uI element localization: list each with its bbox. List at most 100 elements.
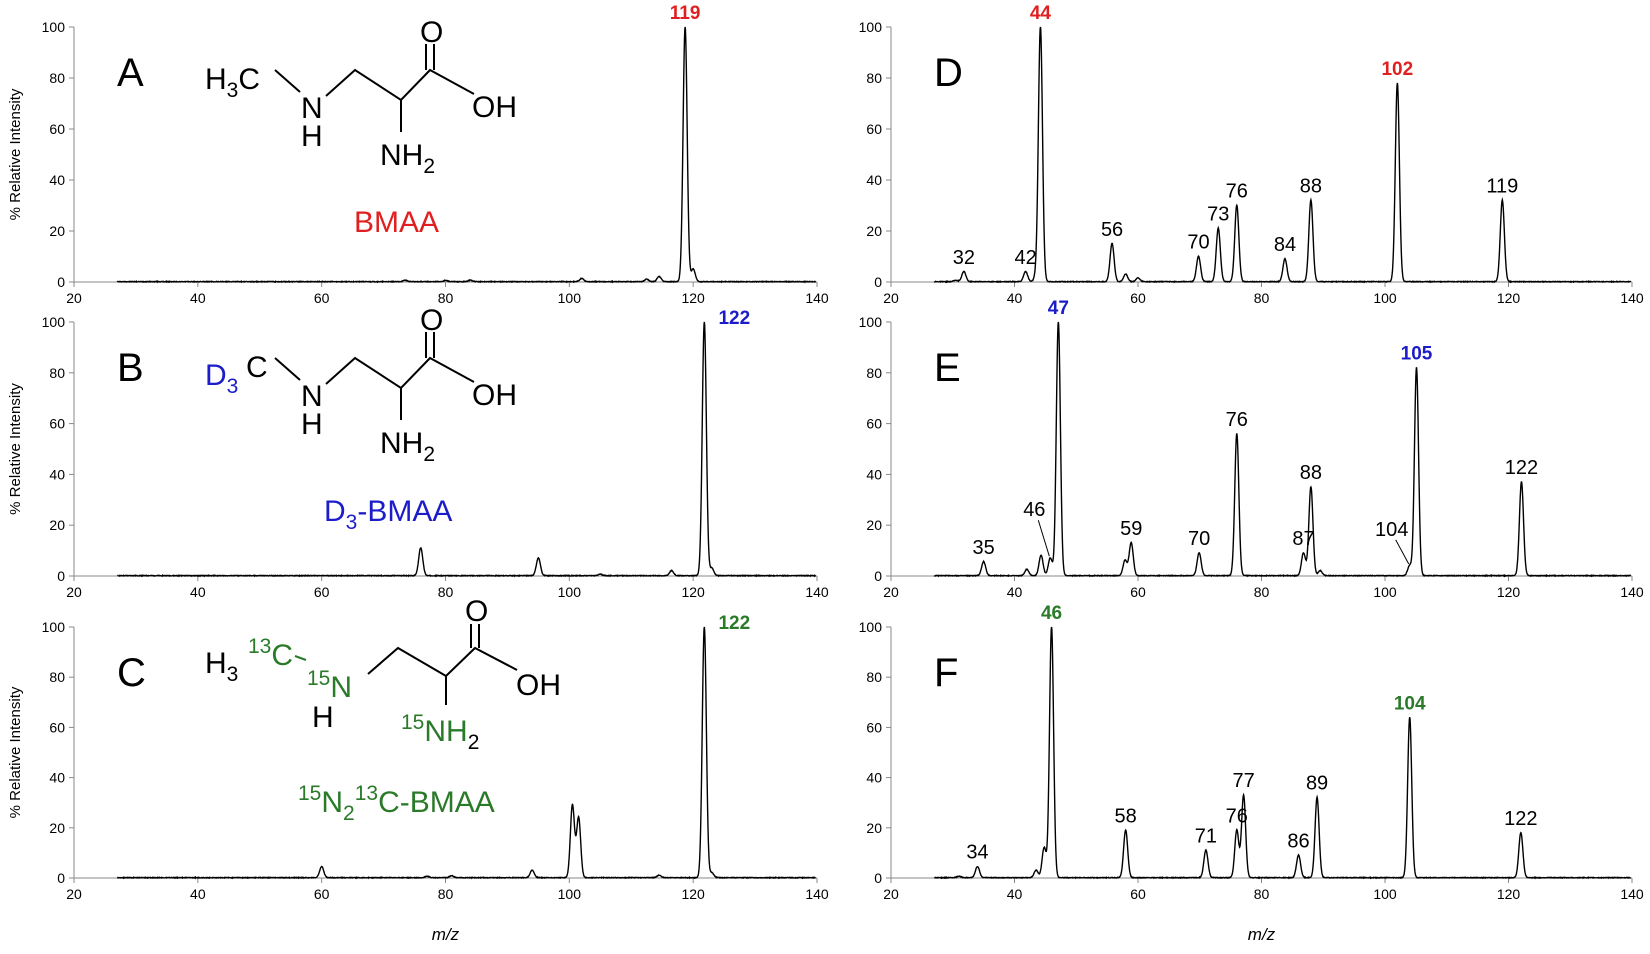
y-tick-label: 40: [49, 770, 65, 786]
bond: [274, 69, 301, 93]
peak-label-87: 87: [1292, 528, 1314, 550]
atom-h: H: [301, 120, 323, 153]
compound-name-15n2-13c-bmaa: 15N213C-BMAA: [298, 782, 495, 825]
y-tick-label: 0: [874, 274, 882, 290]
x-tick-label: 40: [1007, 290, 1023, 306]
atom-o: O: [420, 16, 443, 49]
x-tick-label: 80: [438, 290, 454, 306]
x-tick-label: 40: [190, 584, 206, 600]
x-tick-label: 120: [1497, 290, 1521, 306]
peak-label-46: 46: [1023, 499, 1045, 521]
atom-d3: D3: [205, 359, 238, 398]
x-tick-label: 80: [438, 886, 454, 902]
peak-label-44: 44: [1030, 3, 1052, 24]
bond-chain: [325, 68, 475, 102]
y-tick-label: 20: [866, 820, 882, 836]
spectrum-trace: [117, 321, 817, 578]
peak-label-34: 34: [966, 842, 988, 864]
y-tick-label: 100: [859, 19, 883, 35]
x-axis-title: m/z: [1248, 925, 1276, 944]
x-tick-label: 100: [558, 290, 582, 306]
peak-label-102: 102: [1381, 59, 1413, 80]
y-tick-label: 80: [49, 669, 65, 685]
y-tick-label: 100: [42, 19, 66, 35]
y-tick-label: 100: [859, 314, 883, 330]
x-tick-label: 80: [1254, 290, 1270, 306]
x-tick-label: 60: [314, 584, 330, 600]
x-tick-label: 60: [314, 290, 330, 306]
bond: [274, 357, 301, 381]
atom-n: N: [301, 380, 323, 413]
panel-label-e: E: [934, 346, 961, 390]
y-tick-label: 60: [49, 121, 65, 137]
x-tick-label: 100: [1373, 584, 1397, 600]
y-tick-label: 0: [874, 568, 882, 584]
y-tick-label: 60: [49, 416, 65, 432]
bond-chain: [325, 356, 475, 390]
structure-bmaa: H3C N H O OH NH2 BMAA: [205, 16, 517, 239]
y-tick-label: 0: [874, 870, 882, 886]
peak-label-leader: [1037, 520, 1050, 557]
peak-label-32: 32: [953, 247, 975, 269]
panel-label-d: D: [934, 51, 963, 95]
atom-13c: 13C: [248, 635, 293, 672]
peak-label-88: 88: [1300, 462, 1322, 484]
panel-label-a: A: [117, 51, 144, 95]
spectrum-trace: [117, 626, 817, 880]
y-axis-title: % Relative Intensity: [7, 383, 24, 515]
x-tick-label: 20: [883, 290, 899, 306]
panel-label-f: F: [934, 651, 958, 695]
x-tick-label: 140: [1620, 886, 1644, 902]
peak-label-77: 77: [1232, 770, 1254, 792]
x-tick-label: 80: [1254, 584, 1270, 600]
peak-label-122: 122: [1504, 808, 1537, 830]
y-tick-label: 80: [866, 365, 882, 381]
x-tick-label: 20: [66, 886, 82, 902]
spectrum-trace: [933, 626, 1631, 880]
y-tick-label: 60: [866, 416, 882, 432]
spectrum-trace: [933, 321, 1632, 578]
y-tick-label: 20: [49, 820, 65, 836]
peak-label-89: 89: [1306, 773, 1328, 795]
peak-label-70: 70: [1187, 232, 1209, 254]
peak-label-105: 105: [1401, 344, 1433, 365]
y-tick-label: 0: [57, 870, 65, 886]
y-axis-title: % Relative Intensity: [7, 88, 24, 220]
x-tick-label: 140: [805, 290, 829, 306]
peak-label-58: 58: [1115, 805, 1137, 827]
atom-h: H: [301, 408, 323, 441]
x-axis-title: m/z: [432, 925, 460, 944]
x-tick-label: 100: [1373, 290, 1397, 306]
y-axis-title: % Relative Intensity: [7, 686, 24, 818]
atom-15n: 15N: [307, 667, 352, 704]
x-tick-label: 20: [883, 886, 899, 902]
atom-oh: OH: [472, 91, 517, 124]
atom-h3c: H3C: [205, 63, 260, 102]
x-tick-label: 80: [438, 584, 454, 600]
peak-label-56: 56: [1101, 219, 1123, 241]
peak-label-76: 76: [1226, 805, 1248, 827]
y-tick-label: 40: [866, 172, 882, 188]
x-tick-label: 120: [1497, 584, 1521, 600]
x-tick-label: 120: [681, 886, 705, 902]
x-tick-label: 40: [1007, 584, 1023, 600]
peak-label-leader: [1395, 539, 1410, 565]
x-tick-label: 120: [681, 290, 705, 306]
peak-label-59: 59: [1120, 518, 1142, 540]
atom-nh2: NH2: [380, 139, 435, 178]
y-tick-label: 40: [866, 770, 882, 786]
y-tick-label: 20: [866, 223, 882, 239]
y-tick-label: 80: [866, 669, 882, 685]
peak-label-76: 76: [1226, 181, 1248, 203]
atom-h3: H3: [205, 647, 238, 686]
y-tick-label: 100: [42, 314, 66, 330]
x-tick-label: 40: [1007, 886, 1023, 902]
x-tick-label: 140: [805, 886, 829, 902]
y-tick-label: 20: [49, 223, 65, 239]
peak-label-122: 122: [718, 613, 750, 634]
peak-label-71: 71: [1195, 825, 1217, 847]
